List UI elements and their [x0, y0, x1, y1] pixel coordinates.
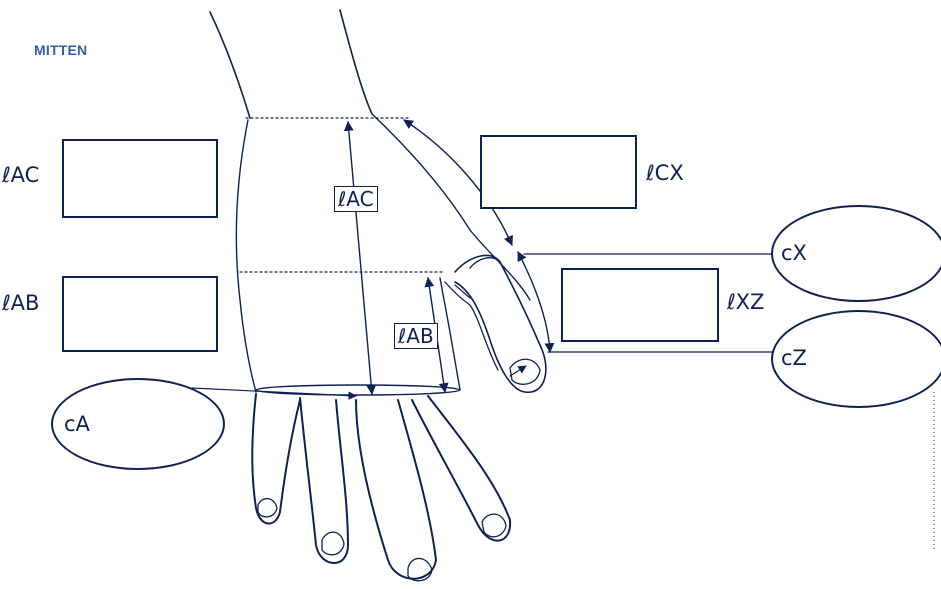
hand-base-ellipse: [255, 384, 461, 396]
nail-pinky: [257, 497, 278, 518]
ca-leader-line: [191, 387, 357, 400]
lab-input-box[interactable]: [62, 276, 218, 352]
lcx-input-box[interactable]: [480, 135, 637, 209]
diagram-title: MITTEN: [34, 42, 88, 58]
forearm-left-outline: [209, 11, 251, 119]
ca-input-oval[interactable]: [51, 378, 225, 470]
cx-thumb-ring: [469, 257, 501, 269]
lac-field-label: ℓAC: [2, 163, 40, 187]
forearm-right-outline: [339, 9, 373, 115]
lcx-field-label: ℓCX: [646, 161, 684, 185]
cz-field-label: cZ: [781, 346, 807, 370]
lac-measure-arrow: [343, 121, 377, 395]
thumb-web: [444, 281, 499, 371]
lab-pointer: [454, 284, 471, 299]
nail-index: [481, 513, 507, 538]
lcx-measure-arrow: [403, 119, 513, 246]
cz-input-oval[interactable]: [771, 310, 941, 408]
nail-middle: [407, 557, 433, 582]
lab-field-label: ℓAB: [2, 291, 40, 315]
lac-input-box[interactable]: [62, 139, 218, 218]
lac-measure-tag: ℓAC: [334, 186, 378, 212]
finger-middle: [355, 399, 437, 580]
palm-left-edge: [235, 119, 257, 393]
lab-measure-tag: ℓAB: [394, 323, 438, 349]
cx-input-oval[interactable]: [771, 205, 941, 302]
cz-pointer: [509, 365, 527, 377]
finger-ring: [299, 397, 349, 564]
lxz-measure-arrow: [517, 251, 555, 353]
finger-index: [411, 395, 512, 542]
finger-pinky: [251, 393, 301, 525]
thumb-outline: [454, 254, 547, 393]
lxz-input-box[interactable]: [561, 268, 719, 342]
lxz-field-label: ℓXZ: [727, 290, 765, 314]
nail-ring: [321, 531, 345, 556]
thumb-nail: [509, 358, 541, 385]
ca-field-label: cA: [64, 412, 90, 436]
cx-field-label: cX: [781, 241, 807, 265]
